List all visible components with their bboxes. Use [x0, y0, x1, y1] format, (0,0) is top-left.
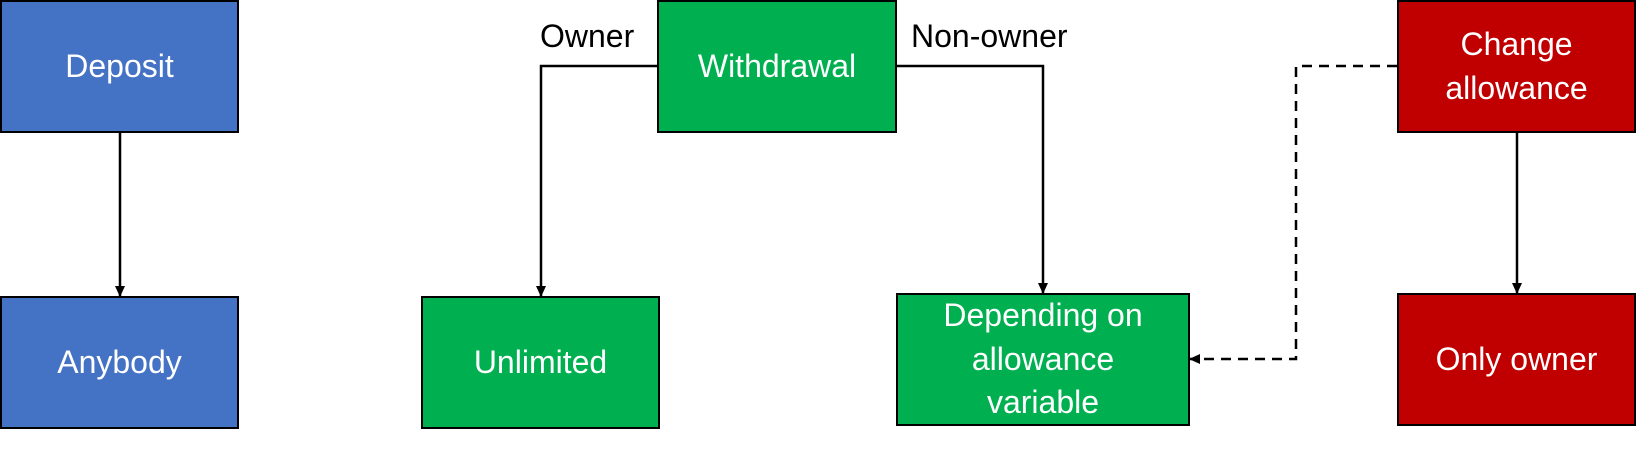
change-allowance-box: Change allowance — [1397, 0, 1636, 133]
edge-change-to-depending-dashed — [1189, 64, 1397, 364]
anybody-label: Anybody — [57, 343, 182, 380]
deposit-label: Deposit — [65, 47, 174, 84]
unlimited-label: Unlimited — [473, 343, 608, 380]
anybody-box: Anybody — [0, 296, 239, 429]
withdrawal-box: Withdrawal — [657, 0, 897, 133]
change-allowance-label: Change allowance — [1445, 25, 1588, 106]
only-owner-box: Only owner — [1397, 293, 1636, 426]
withdrawal-label: Withdrawal — [697, 47, 857, 84]
only-owner-label: Only owner — [1435, 340, 1598, 377]
non-owner-edge-label: Non-owner — [911, 18, 1068, 54]
deposit-box: Deposit — [0, 0, 239, 133]
owner-edge-label: Owner — [540, 18, 635, 54]
depending-on-allowance-label: Depending on allowance variable — [943, 297, 1143, 421]
unlimited-box: Unlimited — [421, 296, 660, 429]
edge-withdrawal-to-depending — [897, 64, 1048, 294]
edge-withdrawal-to-unlimited — [536, 64, 657, 297]
depending-on-allowance-box: Depending on allowance variable — [896, 293, 1190, 426]
